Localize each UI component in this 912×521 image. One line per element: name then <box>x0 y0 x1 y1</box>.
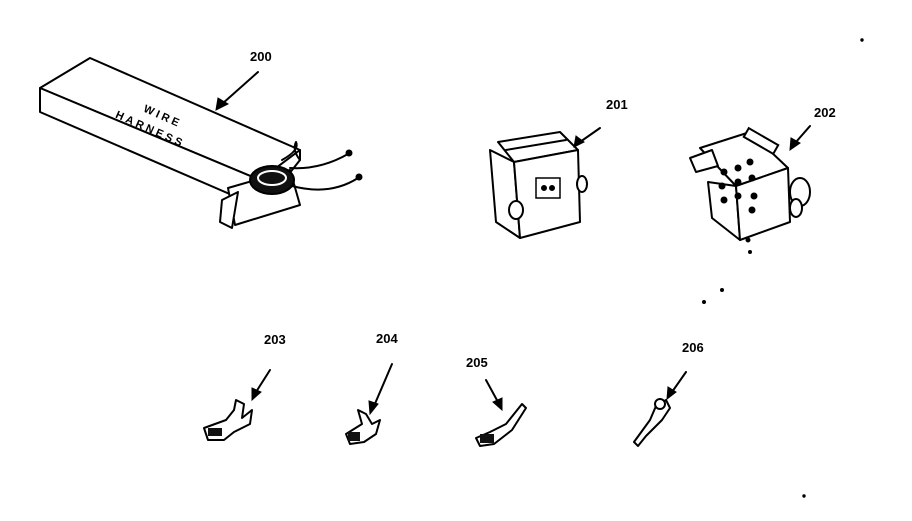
wire-lead-1-end <box>345 149 353 157</box>
part-205-pin-terminal <box>475 379 527 447</box>
part-number-204: 204 <box>376 331 398 346</box>
part-200-arrow-line <box>221 71 259 105</box>
pin-hole <box>750 192 758 200</box>
speck <box>702 300 706 304</box>
pin-hole <box>720 196 728 204</box>
part-201-socket <box>535 177 561 199</box>
part-206-body <box>633 399 671 447</box>
part-205-arrow-head <box>492 397 503 412</box>
wire-lead-2 <box>291 177 359 191</box>
part-200-wire-harness-box <box>39 57 363 229</box>
wire-lead-2-end <box>355 173 363 181</box>
speck <box>860 38 864 42</box>
part-number-206: 206 <box>682 340 704 355</box>
part-201-top-edge <box>505 139 567 151</box>
part-201-pin-hole-1 <box>541 185 547 191</box>
pin-hole <box>718 182 726 190</box>
speckles <box>702 38 864 498</box>
part-202-top-slot <box>742 126 780 156</box>
part-203-arrow-line <box>255 369 271 393</box>
part-201-connector <box>489 127 601 239</box>
pin-hole <box>734 178 742 186</box>
speck <box>748 250 752 254</box>
part-202-connector <box>689 125 811 241</box>
pin-hole <box>720 168 728 176</box>
part-number-203: 203 <box>264 332 286 347</box>
part-201-arrow-line <box>579 127 601 143</box>
part-204-arrow-head <box>368 400 379 416</box>
pin-hole <box>748 174 756 182</box>
part-202-arrow-head <box>789 137 801 152</box>
part-202-pin-grid <box>718 158 758 214</box>
part-202-arrow-line <box>795 125 811 143</box>
part-205-arrow-line <box>485 379 499 403</box>
part-202-left-tab <box>689 149 719 173</box>
pin-hole <box>748 206 756 214</box>
part-203-crimp <box>208 428 222 436</box>
part-201-latch-right <box>576 175 588 193</box>
part-number-200: 200 <box>250 49 272 64</box>
speck <box>745 237 751 243</box>
part-number-205: 205 <box>466 355 488 370</box>
pin-hole <box>734 164 742 172</box>
part-202-side <box>707 181 741 241</box>
speck <box>720 288 724 292</box>
wire-coil-highlight <box>257 170 287 186</box>
part-204-crimp <box>348 432 360 441</box>
part-202-front <box>735 167 791 241</box>
part-201-pin-hole-2 <box>549 185 555 191</box>
speck <box>802 494 806 498</box>
part-203-arrow-head <box>251 387 262 402</box>
part-201-latch <box>508 200 524 220</box>
part-206-barrel <box>654 398 666 410</box>
part-201-arrow-head <box>573 135 585 148</box>
part-202-latch-lower <box>789 198 803 218</box>
wire-loop <box>281 141 301 161</box>
part-number-202: 202 <box>814 105 836 120</box>
box-side-flap <box>219 191 239 229</box>
part-206-arrow-line <box>671 371 687 393</box>
part-203-terminal <box>203 369 271 441</box>
part-205-crimp <box>480 434 494 443</box>
part-206-arrow-head <box>666 386 677 401</box>
pin-hole <box>734 192 742 200</box>
part-206-pin-terminal <box>633 371 687 447</box>
pin-hole <box>746 158 754 166</box>
part-204-arrow-line <box>373 363 393 407</box>
part-200-arrow-head <box>215 97 230 111</box>
wire-lead-1 <box>289 153 349 170</box>
part-204-terminal <box>345 363 393 445</box>
part-number-201: 201 <box>606 97 628 112</box>
